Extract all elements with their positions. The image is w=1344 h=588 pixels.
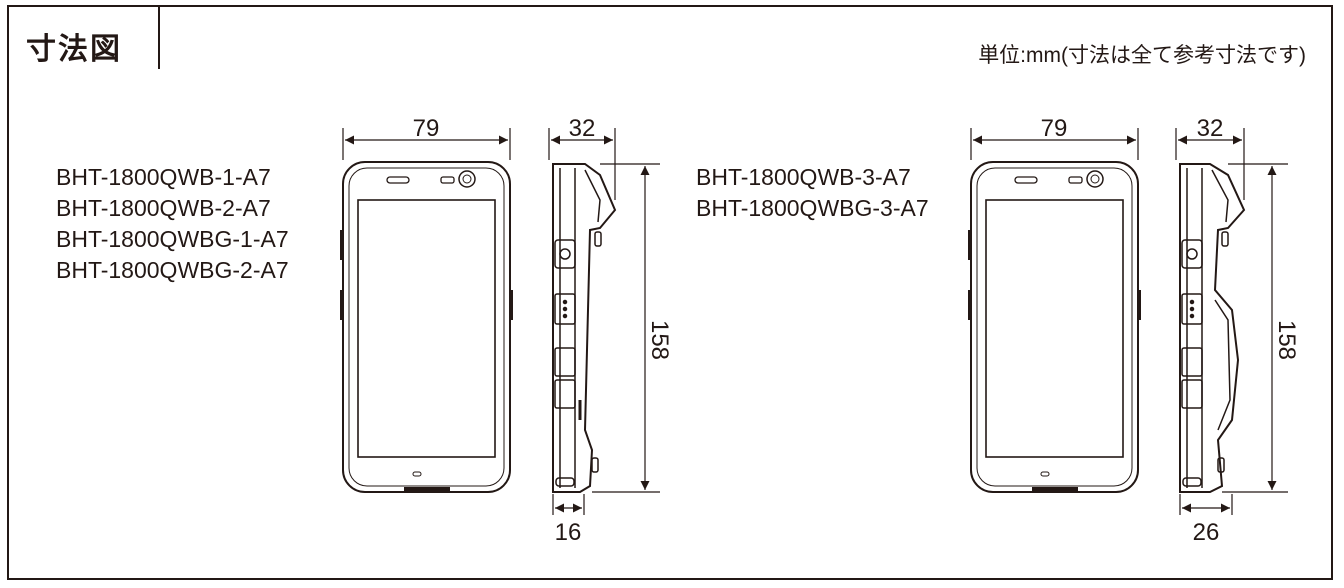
width-dimension: 79: [1041, 115, 1068, 142]
model-list-right: BHT-1800QWB-3-A7 BHT-1800QWBG-3-A7: [696, 162, 929, 224]
unit-note: 単位:mm(寸法は全て参考寸法です): [978, 44, 1306, 67]
side-view-right: [1179, 163, 1246, 493]
depth-top-dimension: 32: [1197, 115, 1224, 142]
dimension-lines-right: [970, 128, 1288, 515]
drawing-frame: [7, 5, 1333, 580]
model-name: BHT-1800QWB-1-A7: [56, 164, 271, 190]
height-dimension: 158: [646, 320, 673, 360]
depth-top-dimension: 32: [569, 115, 596, 142]
dimension-lines-left: [342, 128, 660, 515]
front-view-left: [340, 161, 513, 493]
page-title: 寸法図: [26, 32, 122, 67]
model-name: BHT-1800QWB-2-A7: [56, 195, 271, 221]
model-list-left: BHT-1800QWB-1-A7 BHT-1800QWB-2-A7 BHT-18…: [56, 162, 289, 286]
title-divider: [158, 7, 160, 69]
side-view-left: [552, 163, 617, 493]
model-name: BHT-1800QWBG-3-A7: [696, 195, 929, 221]
depth-bottom-dimension: 26: [1193, 519, 1220, 546]
model-name: BHT-1800QWBG-2-A7: [56, 257, 289, 283]
width-dimension: 79: [413, 115, 440, 142]
depth-bottom-dimension: 16: [555, 519, 582, 546]
front-view-right: [968, 161, 1141, 493]
model-name: BHT-1800QWB-3-A7: [696, 164, 911, 190]
model-name: BHT-1800QWBG-1-A7: [56, 226, 289, 252]
height-dimension: 158: [1273, 320, 1300, 360]
